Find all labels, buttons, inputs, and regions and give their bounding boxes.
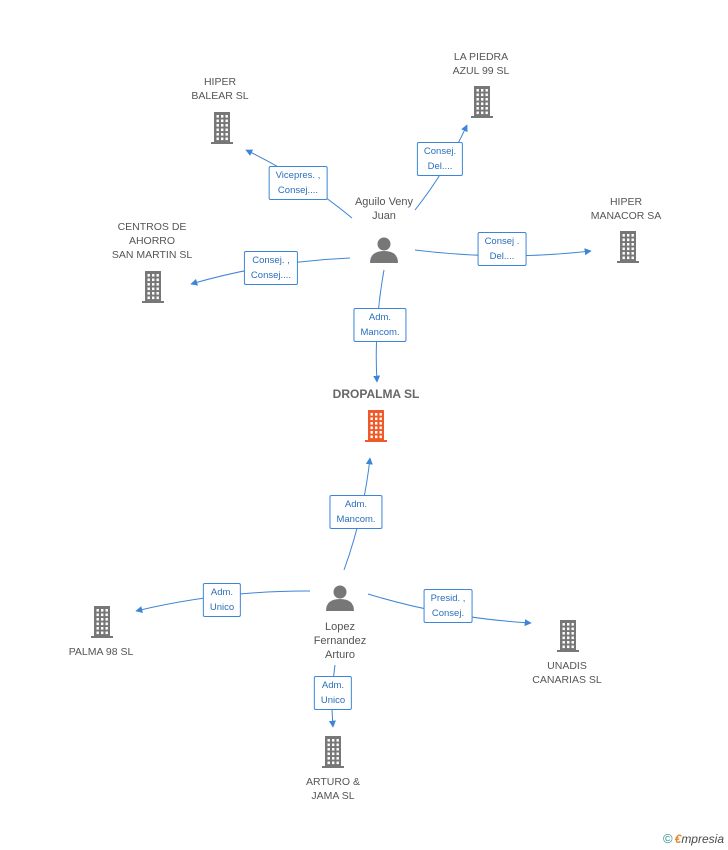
edge-label-aguilo-centros: Consej. , Consej.... <box>243 251 299 285</box>
center-company-label[interactable]: DROPALMA SL <box>332 387 420 401</box>
copyright-icon: © <box>663 831 673 846</box>
edge-label-aguilo-hiper-balear: Vicepres. , Consej.... <box>268 166 328 200</box>
edge-label-aguilo-la-piedra: Consej. Del.... <box>416 142 464 176</box>
company-label-hiper-balear[interactable]: HIPER BALEAR SL <box>191 76 249 102</box>
company-label-centros[interactable]: CENTROS DE AHORRO SAN MARTIN SL <box>111 221 193 261</box>
edge-label-aguilo-hiper-manacor: Consej . Del.... <box>477 232 527 266</box>
company-label-la-piedra[interactable]: LA PIEDRA AZUL 99 SL <box>452 51 510 77</box>
building-icon-la-piedra[interactable] <box>471 86 493 118</box>
building-icon-centros[interactable] <box>142 271 164 303</box>
brand-logo-initial: € <box>674 832 682 846</box>
person-icon-lopez[interactable] <box>326 585 354 612</box>
company-label-unadis[interactable]: UNADIS CANARIAS SL <box>532 660 602 686</box>
person-label-lopez[interactable]: Lopez Fernandez Arturo <box>313 621 367 661</box>
edge-label-aguilo-dropalma: Adm. Mancom. <box>353 308 407 342</box>
building-icon-unadis[interactable] <box>557 620 579 652</box>
building-icon-arturo-jama[interactable] <box>322 736 344 768</box>
edge-label-lopez-dropalma: Adm. Mancom. <box>329 495 383 529</box>
edge-label-lopez-palma98: Adm. Unico <box>202 583 242 617</box>
building-icon-dropalma[interactable] <box>365 410 387 442</box>
building-icon-palma98[interactable] <box>91 606 113 638</box>
building-icon-hiper-manacor[interactable] <box>617 231 639 263</box>
building-icon-hiper-balear[interactable] <box>211 112 233 144</box>
company-label-palma98[interactable]: PALMA 98 SL <box>68 646 134 658</box>
company-label-hiper-manacor[interactable]: HIPER MANACOR SA <box>590 196 662 222</box>
person-label-aguilo[interactable]: Aguilo Veny Juan <box>354 196 414 222</box>
empresia-watermark: ©€mpresia <box>663 831 724 846</box>
person-icon-aguilo[interactable] <box>370 237 398 264</box>
edge-label-lopez-arturo-jama: Adm. Unico <box>313 676 353 710</box>
brand-logo-text: mpresia <box>681 832 724 846</box>
company-label-arturo-jama[interactable]: ARTURO & JAMA SL <box>305 776 361 802</box>
edge-label-lopez-unadis: Presid. , Consej. <box>423 589 473 623</box>
